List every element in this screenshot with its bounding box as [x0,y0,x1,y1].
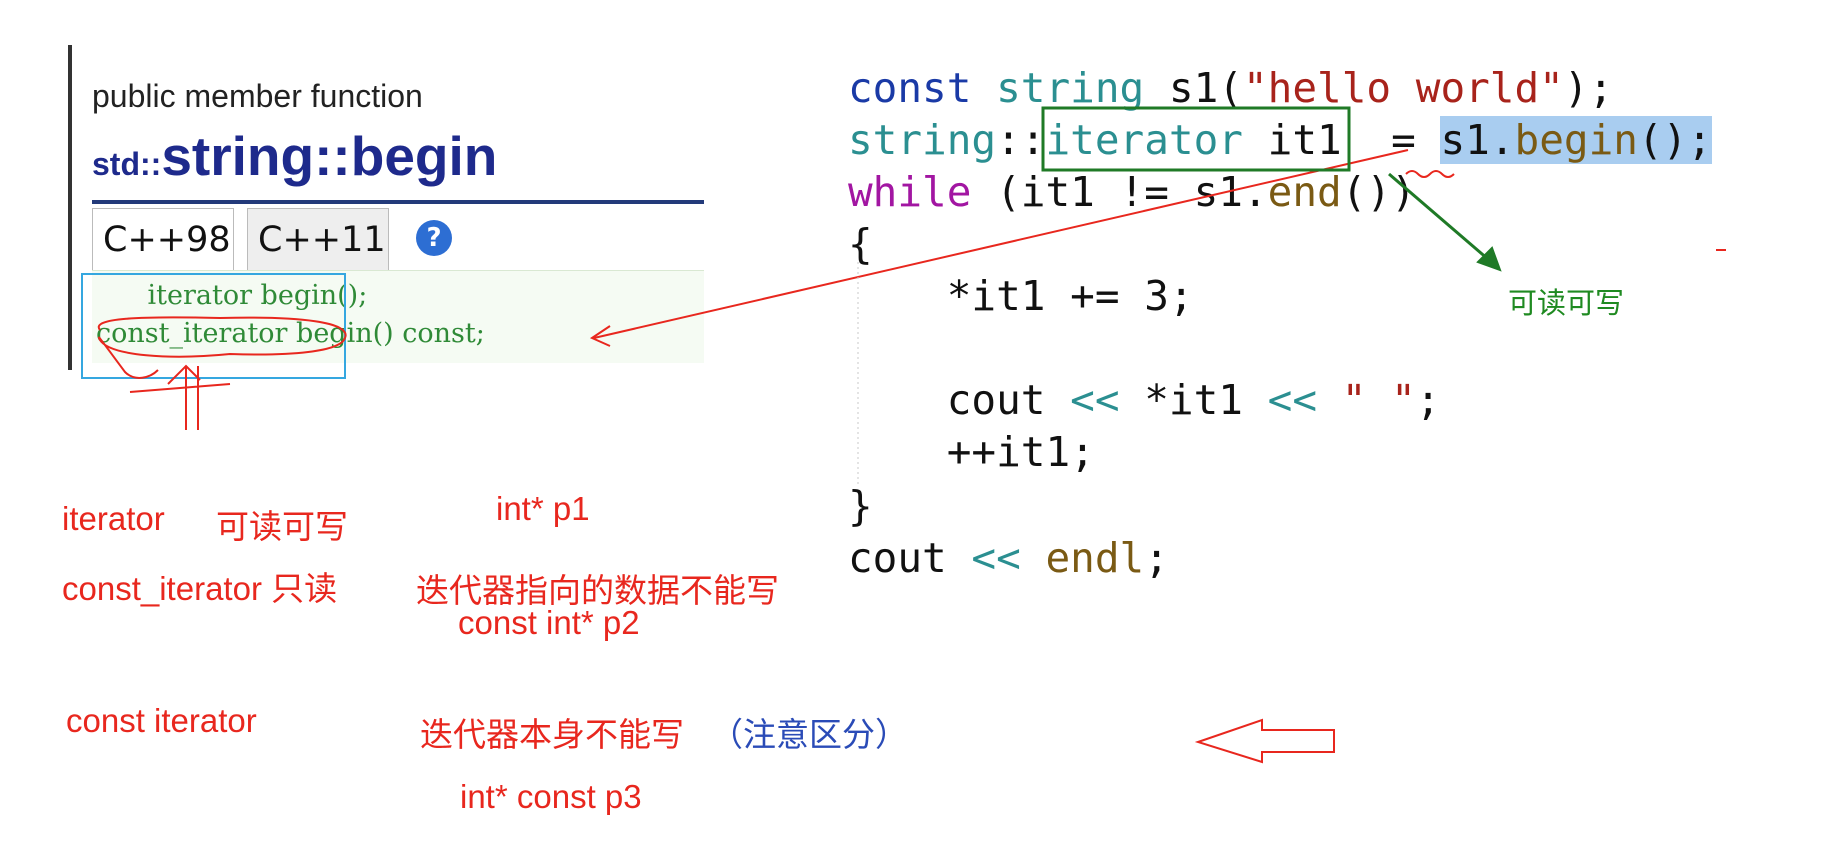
code-token: it1 = [1242,116,1441,164]
code-line[interactable]: ++it1; [848,426,1095,478]
code-token: while [848,168,972,216]
code-token: << [971,534,1021,582]
code-token: string [848,116,997,164]
blue-highlight-box [81,273,346,379]
red-long-arrow [593,149,1409,339]
reference-title-name: string::begin [161,125,498,187]
code-token: "hello world" [1242,64,1564,112]
note-const-int-p2: const int* p2 [458,604,640,641]
note-distinguish: （注意区分） [710,716,908,753]
code-token: const [848,64,997,112]
note-read-write-green: 可读可写 [1508,288,1625,320]
red-circle-const-iterator [97,316,347,379]
code-line[interactable]: } [848,480,873,532]
code-line[interactable]: cout << *it1 << " "; [848,374,1441,426]
note-iterator-data-not-writable: 迭代器指向的数据不能写 [416,572,779,609]
code-token: } [848,482,873,530]
red-up-arrow [129,364,231,430]
help-icon[interactable]: ? [416,220,452,256]
note-iterator-read-write: 可读可写 [216,508,348,545]
note-int-const-p3: int* const p3 [460,778,642,815]
code-token: string [996,64,1169,112]
green-arrow [1388,172,1497,268]
code-token: begin [1514,116,1638,164]
red-long-arrow-head [589,325,611,347]
red-hollow-left-arrow [1194,718,1335,764]
code-token: endl [1045,534,1145,582]
code-token: *it1 [1119,376,1268,424]
code-token: s1. [1440,116,1515,164]
reference-subtitle: public member function [92,78,423,114]
reference-title-namespace: std:: [92,146,162,182]
green-box-iterator-it1 [1041,106,1351,172]
code-line[interactable]: string::iterator it1 = s1.begin(); [848,114,1712,166]
code-token: { [848,220,873,268]
note-int-p1: int* p1 [496,490,590,527]
code-line[interactable]: while (it1 != s1.end()) [848,166,1416,218]
note-iterator: iterator [62,500,165,537]
code-token: cout [848,376,1071,424]
code-token: ++it1; [848,428,1095,476]
code-token: ; [1144,534,1169,582]
code-token: << [1070,376,1120,424]
code-token: *it1 += 3; [848,272,1194,320]
reference-left-bar [68,45,72,370]
code-token: s1( [1168,64,1243,112]
note-const-iterator-read-only: const_iterator 只读 [62,570,338,607]
reference-title: std::string::begin [92,124,497,188]
green-arrow-head [1476,246,1502,272]
signature-iterator-begin: iterator begin(); [96,280,368,311]
tab-cpp11[interactable]: C++11 [247,208,389,270]
code-token: << [1267,376,1318,424]
note-iterator-itself-not-writable: 迭代器本身不能写 [420,716,684,753]
tab-cpp98[interactable]: C++98 [92,208,234,270]
code-token: cout [848,534,972,582]
code-token: end [1267,168,1342,216]
code-token: ); [1563,64,1614,112]
red-squiggle-underline [1405,170,1455,178]
code-token: iterator [1045,116,1243,164]
code-token: ()) [1341,168,1416,216]
code-token: (it1 != s1. [971,168,1268,216]
code-line[interactable]: { [848,218,873,270]
code-token: ; [1415,376,1441,424]
code-token: :: [996,116,1046,164]
note-const-space-iterator: const iterator [66,702,257,739]
code-line[interactable]: cout << endl; [848,532,1169,584]
code-line[interactable]: *it1 += 3; [848,270,1194,322]
code-line[interactable]: const string s1("hello world"); [848,62,1613,114]
reference-divider [92,200,704,204]
code-token: " " [1341,376,1416,424]
code-token: (); [1637,116,1712,164]
signature-const-iterator-begin: const_iterator begin() const; [96,318,485,349]
